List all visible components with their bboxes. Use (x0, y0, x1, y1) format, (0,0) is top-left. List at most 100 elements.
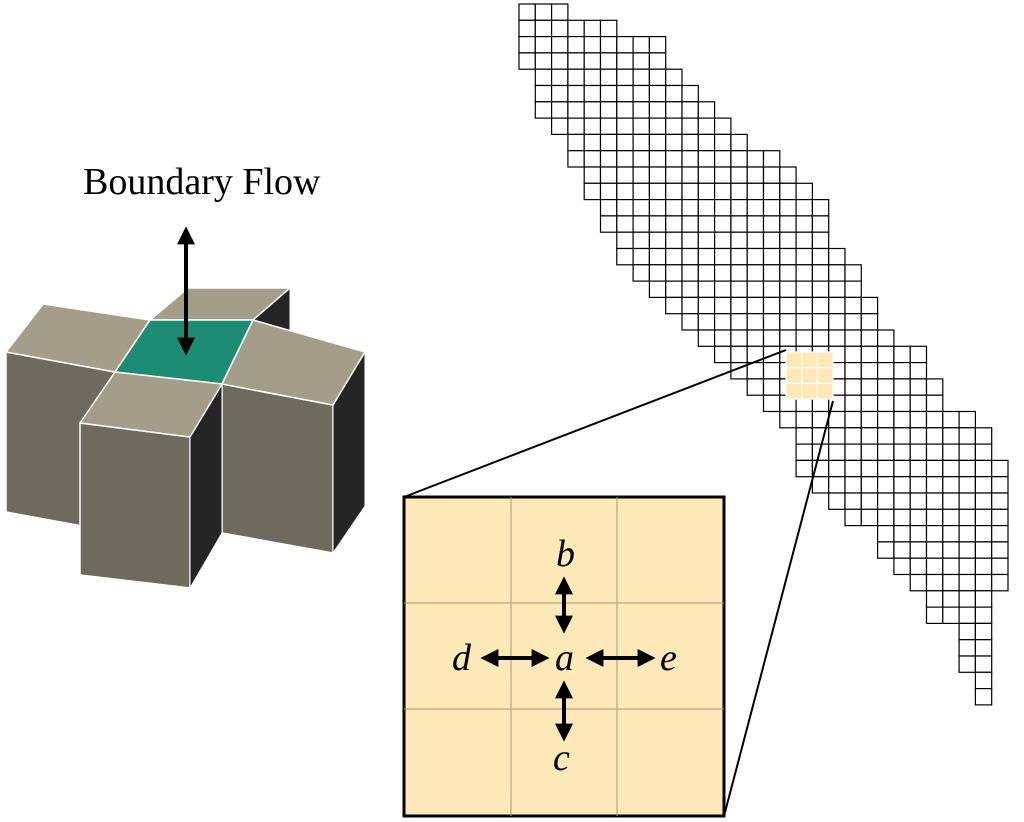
grid-cell (876, 427, 895, 445)
grid-cell (909, 524, 928, 543)
grid-cell (713, 264, 732, 282)
grid-cell (974, 606, 993, 624)
grid-cell (583, 133, 602, 152)
grid-cell (632, 117, 650, 135)
grid-cell (697, 182, 716, 201)
grid-cell (893, 378, 911, 396)
grid-cell (991, 541, 1009, 559)
grid-cell (779, 264, 797, 282)
grid-cell (779, 182, 797, 201)
grid-cell (893, 345, 911, 364)
grid-cell (762, 166, 781, 184)
grid-cell (681, 280, 699, 299)
grid-cell (795, 182, 813, 201)
block-front (78, 371, 224, 590)
grid-cell (665, 215, 683, 233)
grid-cell (974, 687, 993, 706)
grid-cell (697, 133, 716, 152)
grid-cell (713, 166, 732, 184)
grid-cell (665, 199, 683, 217)
grid-cell (599, 19, 618, 38)
grid-cell (811, 296, 830, 315)
grid-cell (974, 639, 993, 657)
grid-cell (534, 19, 553, 38)
grid-cell (909, 443, 928, 462)
grid-cell (665, 68, 683, 87)
grid-cell (648, 117, 667, 135)
grid-cell (697, 199, 716, 217)
grid-cell (681, 296, 699, 315)
grid-cell (942, 459, 960, 478)
grid-cell (909, 394, 928, 413)
grid-cell (665, 247, 683, 266)
grid-cell (876, 362, 895, 380)
grid-cell (550, 101, 569, 119)
grid-cell (762, 329, 781, 347)
grid-cell (534, 101, 553, 119)
grid-cell (599, 117, 618, 135)
boundary-flow-label: Boundary Flow (83, 161, 321, 203)
grid-cell (795, 410, 813, 429)
grid-cell (958, 639, 976, 657)
grid-cell (697, 313, 716, 331)
grid-cell (909, 427, 928, 445)
grid-cell (762, 280, 781, 299)
grid-cell (828, 476, 846, 494)
grid-cell (697, 101, 716, 119)
grid-cell (665, 231, 683, 250)
grid-cell (828, 296, 846, 315)
zoom-connector-left (403, 349, 787, 498)
highlighted-cell (816, 351, 834, 369)
grid-cell (583, 117, 602, 135)
grid-cell (730, 264, 748, 282)
grid-cell (828, 313, 846, 331)
grid-cell (893, 362, 911, 380)
grid-cell (632, 247, 650, 266)
grid-cell (518, 3, 536, 21)
grid-cell (567, 52, 585, 70)
grid-cell (665, 280, 683, 299)
grid-cell (876, 345, 895, 364)
grid-cell (534, 52, 553, 70)
grid-cell (795, 313, 813, 331)
grid-cell (534, 84, 553, 103)
grid-cell (567, 19, 585, 38)
grid-cell (567, 68, 585, 87)
grid-cell (681, 117, 699, 135)
grid-cell (844, 443, 862, 462)
grid-cell (616, 166, 634, 184)
grid-cell (828, 427, 846, 445)
grid-cell (893, 557, 911, 576)
grid-cell (681, 133, 699, 152)
grid-cell (648, 68, 667, 87)
grid-cell (599, 182, 618, 201)
grid-cell (730, 296, 748, 315)
grid-cell (909, 573, 928, 592)
grid-cell (762, 215, 781, 233)
grid-cell (844, 345, 862, 364)
grid-cell (974, 508, 993, 527)
grid-cell (844, 362, 862, 380)
grid-cell (746, 280, 765, 299)
grid-cell (697, 166, 716, 184)
grid-cell (844, 492, 862, 510)
grid-cell (925, 394, 944, 413)
grid-cell (746, 199, 765, 217)
grid-cell (925, 508, 944, 527)
grid-cell (925, 459, 944, 478)
grid-cell (942, 427, 960, 445)
grid-cell (762, 313, 781, 331)
grid-cell (746, 166, 765, 184)
grid-cell (746, 150, 765, 168)
grid-cell (665, 117, 683, 135)
grid-cell (534, 68, 553, 87)
grid-cell (648, 84, 667, 103)
grid-cell (632, 133, 650, 152)
grid-cell (518, 52, 536, 70)
highlighted-block-3x3 (785, 351, 834, 400)
grid-cell (974, 459, 993, 478)
grid-cell (811, 329, 830, 347)
grid-cell (925, 590, 944, 608)
grid-cell (730, 231, 748, 250)
grid-cell (942, 476, 960, 494)
